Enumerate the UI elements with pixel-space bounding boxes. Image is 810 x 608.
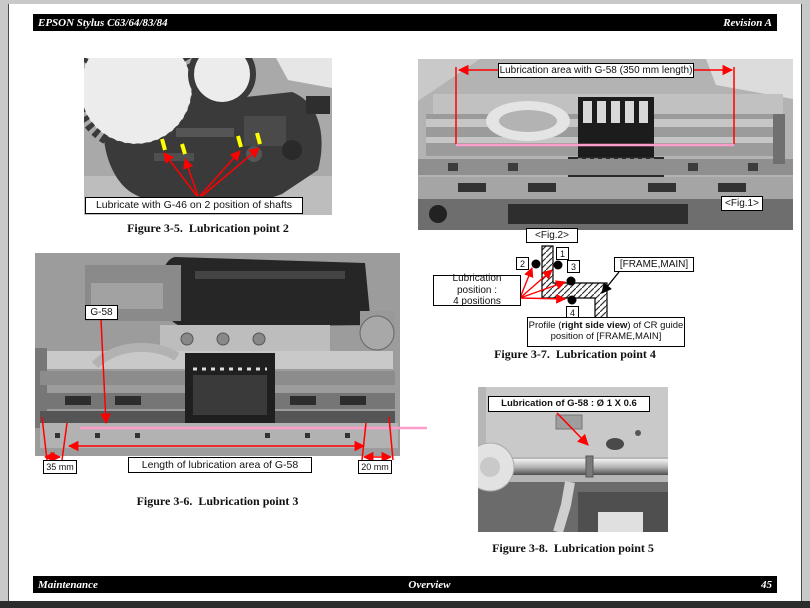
footer-page-number: 45 <box>761 578 772 591</box>
fig3-6-part-label-text: G-58 <box>90 306 113 318</box>
fig3-6-left-mm-text: 35 mm <box>46 461 74 472</box>
fig3-6-length-label-text: Length of lubrication area of G-58 <box>141 458 299 471</box>
footer-chapter: Overview <box>408 578 451 591</box>
fig3-7-frame-label: [FRAME,MAIN] <box>614 257 694 272</box>
footer-section: Maintenance <box>38 578 98 591</box>
fig2-tag: <Fig.2> <box>526 228 578 243</box>
fig3-8-callout-text: Lubrication of G-58 : Ø 1 X 0.6 <box>501 397 637 409</box>
fig1-tag: <Fig.1> <box>721 196 763 211</box>
fig-right-callout: Lubrication area with G-58 (350 mm lengt… <box>498 63 694 78</box>
fig3-7-num-1: 1 <box>556 247 569 260</box>
fig3-5-callout: Lubricate with G-46 on 2 position of sha… <box>85 197 303 214</box>
fig3-7-caption: Figure 3-7. Lubrication point 4 <box>494 347 656 361</box>
header-title: EPSON Stylus C63/64/83/84 <box>38 16 168 29</box>
fig3-6-length-label: Length of lubrication area of G-58 <box>128 457 312 473</box>
fig3-6-left-mm-label: 35 mm <box>43 460 77 474</box>
header-revision: Revision A <box>723 16 772 29</box>
fig3-7-position-line1: Lubrication position : <box>452 273 502 296</box>
fig-right-callout-text: Lubrication area with G-58 (350 mm lengt… <box>499 64 693 76</box>
fig2-tag-text: <Fig.2> <box>535 229 569 241</box>
fig3-7-position-line2: 4 positions <box>453 296 501 308</box>
fig3-6-right-mm-text: 20 mm <box>361 461 389 472</box>
figure-3-5-photo <box>84 58 332 215</box>
fig3-8-caption: Figure 3-8. Lubrication point 5 <box>492 541 654 555</box>
fig3-7-frame-label-text: [FRAME,MAIN] <box>619 258 689 270</box>
footer-bar: Maintenance Overview 45 <box>33 576 777 593</box>
fig1-tag-text: <Fig.1> <box>725 197 759 209</box>
fig3-6-caption: Figure 3-6. Lubrication point 3 <box>136 494 299 508</box>
fig3-7-num-2: 2 <box>516 257 529 270</box>
fig3-7-position-label: Lubrication position :4 positions <box>433 273 521 308</box>
viewport-bottom-edge <box>0 601 810 608</box>
fig3-6-part-label: G-58 <box>85 305 118 320</box>
fig3-5-callout-text: Lubricate with G-46 on 2 position of sha… <box>95 199 293 212</box>
fig3-7-position-text: Lubrication position :4 positions <box>434 273 520 308</box>
fig3-7-num-3: 3 <box>567 260 580 273</box>
fig3-6-right-mm-label: 20 mm <box>358 460 392 474</box>
fig3-8-callout: Lubrication of G-58 : Ø 1 X 0.6 <box>488 396 650 412</box>
fig3-5-caption: Figure 3-5. Lubrication point 2 <box>127 221 289 235</box>
header-bar: EPSON Stylus C63/64/83/84 Revision A <box>33 14 777 31</box>
figure-3-6-photo <box>35 253 400 456</box>
